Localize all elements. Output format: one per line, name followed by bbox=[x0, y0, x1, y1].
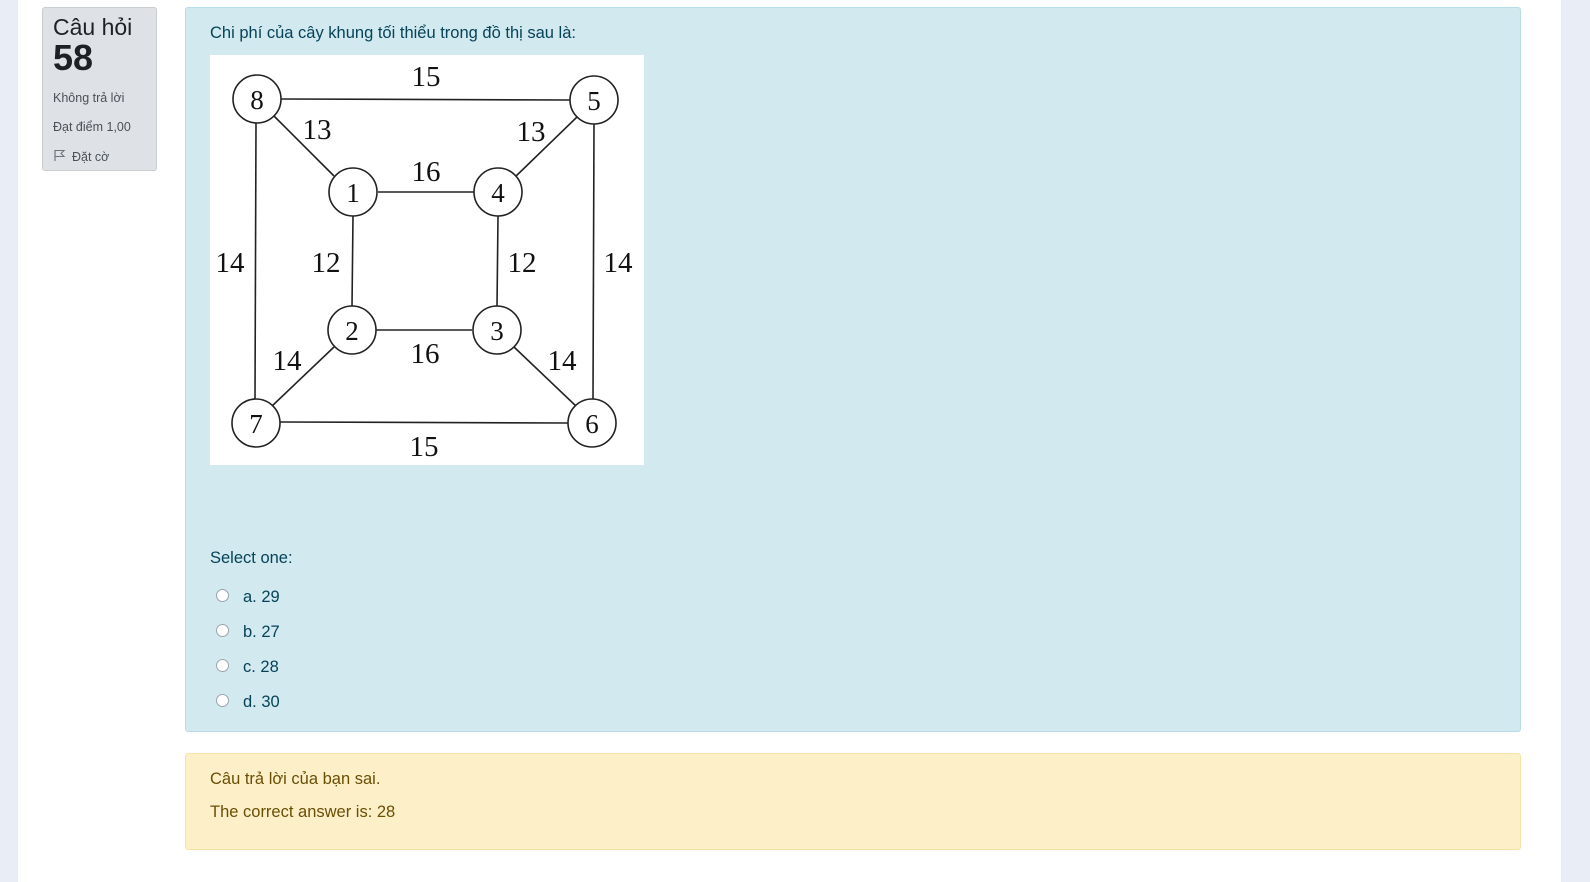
option-d[interactable]: d. 30 bbox=[216, 685, 280, 720]
option-label[interactable]: c. 28 bbox=[243, 658, 279, 676]
edge-weight: 12 bbox=[312, 247, 341, 279]
edge-weight: 12 bbox=[508, 247, 537, 279]
option-label[interactable]: d. 30 bbox=[243, 693, 280, 711]
node-3 bbox=[472, 305, 522, 355]
option-label[interactable]: a. 29 bbox=[243, 588, 280, 606]
option-c[interactable]: c. 28 bbox=[216, 650, 280, 685]
node-8 bbox=[232, 74, 282, 124]
edge-2-7 bbox=[270, 346, 335, 408]
option-label[interactable]: b. 27 bbox=[243, 623, 280, 641]
feedback-result: Câu trả lời của bạn sai. bbox=[210, 770, 381, 788]
edge-7-6 bbox=[279, 421, 569, 424]
question-grade: Đạt điểm 1,00 bbox=[53, 120, 131, 134]
edge-weight: 16 bbox=[411, 338, 440, 370]
node-6 bbox=[567, 398, 617, 448]
node-label: 2 bbox=[345, 316, 359, 346]
edge-weight: 13 bbox=[517, 116, 546, 148]
edge-8-5 bbox=[280, 98, 571, 101]
question-number: 58 bbox=[53, 37, 94, 78]
select-one-prompt: Select one: bbox=[210, 549, 293, 567]
edge-weight: 15 bbox=[410, 431, 439, 463]
edge-5-4 bbox=[513, 116, 578, 179]
edge-8-1 bbox=[273, 115, 335, 177]
answer-options: a. 29 b. 27 c. 28 d. 30 bbox=[216, 580, 280, 720]
option-a[interactable]: a. 29 bbox=[216, 580, 280, 615]
node-1 bbox=[328, 167, 378, 217]
edge-weight: 13 bbox=[303, 114, 332, 146]
flag-question-button[interactable]: Đặt cờ bbox=[53, 149, 146, 165]
node-label: 7 bbox=[249, 409, 263, 439]
flag-label: Đặt cờ bbox=[72, 150, 110, 164]
node-label: 4 bbox=[491, 178, 505, 208]
edge-5-6 bbox=[592, 123, 595, 400]
edge-weight: 14 bbox=[273, 345, 303, 377]
edge-1-2 bbox=[351, 215, 354, 308]
edge-8-7 bbox=[254, 122, 257, 400]
page: Câu hỏi 58 Không trả lời Đạt điểm 1,00 Đ… bbox=[18, 0, 1561, 882]
question-label: Câu hỏi bbox=[53, 14, 133, 40]
radio-button[interactable] bbox=[216, 588, 229, 602]
radio-button[interactable] bbox=[216, 623, 229, 637]
graph-diagram: 8 5 1 4 2 3 7 6 15 13 13 16 14 12 12 bbox=[216, 61, 634, 463]
edge-weight: 14 bbox=[604, 247, 634, 279]
option-b[interactable]: b. 27 bbox=[216, 615, 280, 650]
edge-weight: 14 bbox=[216, 247, 246, 279]
node-label: 5 bbox=[587, 86, 601, 116]
question-state: Không trả lời bbox=[53, 91, 125, 105]
radio-button[interactable] bbox=[216, 658, 229, 672]
radio-button[interactable] bbox=[216, 693, 229, 707]
edge-weight: 15 bbox=[412, 61, 441, 93]
node-2 bbox=[327, 305, 377, 355]
graph-image: 8 5 1 4 2 3 7 6 15 13 13 16 14 12 12 bbox=[210, 55, 644, 465]
node-label: 8 bbox=[250, 85, 264, 115]
node-label: 1 bbox=[346, 178, 360, 208]
node-4 bbox=[473, 167, 523, 217]
feedback-panel: Câu trả lời của bạn sai. The correct ans… bbox=[185, 753, 1521, 850]
question-text: Chi phí của cây khung tối thiểu trong đồ… bbox=[210, 24, 576, 42]
correct-answer: The correct answer is: 28 bbox=[210, 803, 396, 821]
edge-weight: 16 bbox=[412, 156, 441, 188]
question-formulation: Chi phí của cây khung tối thiểu trong đồ… bbox=[185, 7, 1521, 732]
edge-4-3 bbox=[496, 215, 499, 308]
edge-weight: 14 bbox=[548, 345, 578, 377]
question-info-panel: Câu hỏi 58 Không trả lời Đạt điểm 1,00 Đ… bbox=[42, 7, 157, 171]
node-5 bbox=[569, 75, 619, 125]
node-label: 6 bbox=[585, 409, 599, 439]
node-7 bbox=[231, 398, 281, 448]
edge-3-6 bbox=[513, 346, 578, 408]
flag-icon bbox=[53, 149, 66, 165]
node-label: 3 bbox=[490, 316, 504, 346]
